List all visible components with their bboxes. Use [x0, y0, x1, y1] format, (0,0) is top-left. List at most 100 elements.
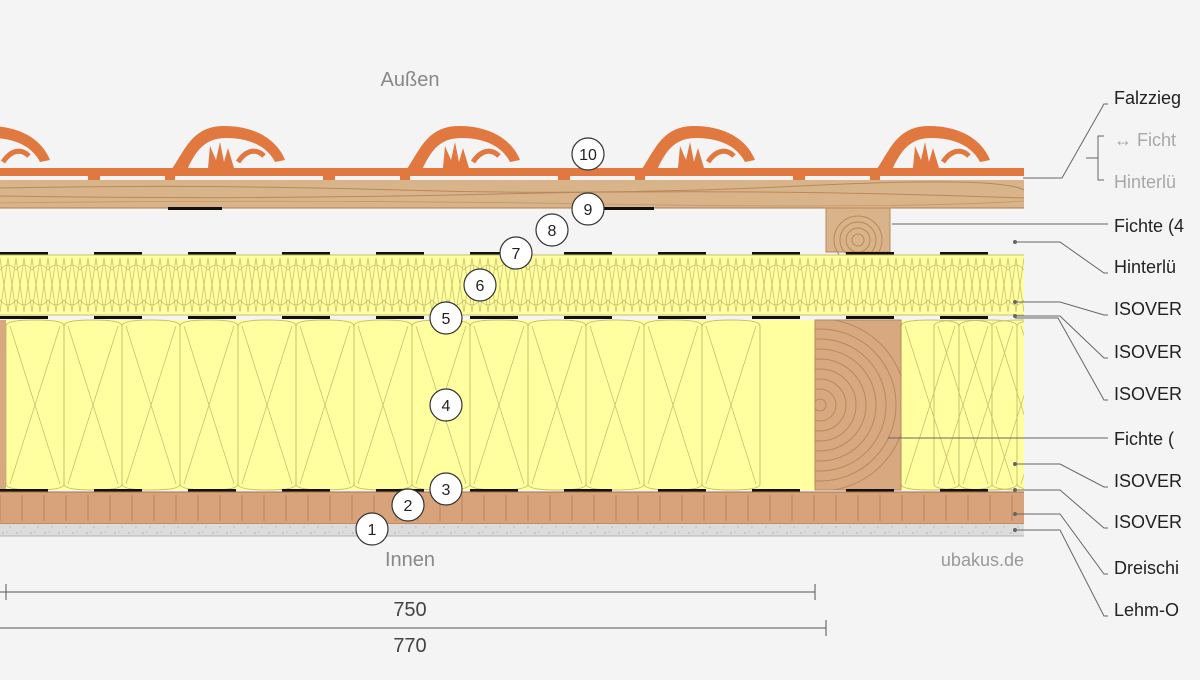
dimension-770: 770	[393, 635, 426, 657]
layer-marker-2: 2	[391, 488, 425, 522]
leader-dot	[1013, 300, 1017, 304]
membrane-dash	[752, 489, 800, 492]
membrane-dash	[846, 489, 894, 492]
layer-marker-7: 7	[499, 236, 533, 270]
layer-marker-3: 3	[429, 472, 463, 506]
svg-text:3: 3	[442, 482, 451, 499]
leader-line	[1015, 301, 1108, 316]
membrane-dash	[188, 489, 236, 492]
layer-marker-1: 1	[355, 512, 389, 546]
svg-text:7: 7	[512, 246, 521, 263]
membrane-dash	[940, 489, 988, 492]
membrane-dash	[376, 316, 424, 319]
roof-tile	[165, 126, 285, 184]
layer-label: Hinterlü	[1114, 257, 1176, 277]
svg-text:8: 8	[548, 223, 557, 240]
membrane-dash	[470, 489, 518, 492]
layer-label: ↔ Ficht	[1114, 130, 1176, 150]
svg-text:2: 2	[404, 498, 413, 515]
membrane-dash	[282, 489, 330, 492]
membrane-dash	[470, 252, 518, 255]
three-layer-board	[0, 491, 1024, 525]
leader-line	[1023, 103, 1108, 179]
membrane-dash	[940, 316, 988, 319]
leader-line	[1015, 463, 1108, 488]
svg-text:9: 9	[584, 202, 593, 219]
svg-text:10: 10	[579, 147, 597, 164]
membrane-dash	[658, 316, 706, 319]
membrane-dash	[168, 207, 222, 210]
leader-dot	[1013, 462, 1017, 466]
layer-label: ISOVER	[1114, 384, 1182, 404]
layer-marker-4: 4	[429, 388, 463, 422]
leader-dot	[1013, 488, 1017, 492]
layer-label: ISOVER	[1114, 342, 1182, 362]
membrane-dash	[0, 252, 48, 255]
roof-tiles	[0, 126, 1024, 186]
layer-label: Lehm-O	[1114, 600, 1179, 620]
membrane-dash	[564, 489, 612, 492]
roof-tile	[0, 126, 50, 164]
membrane-dash	[282, 252, 330, 255]
membrane-dash	[940, 252, 988, 255]
membrane-dash	[94, 252, 142, 255]
membrane-dash	[188, 252, 236, 255]
counter-batten	[825, 207, 891, 265]
layer-marker-5: 5	[429, 301, 463, 335]
leader-line	[1015, 529, 1108, 617]
layer-label: Falzzieg	[1114, 88, 1181, 108]
leader-line	[1015, 315, 1108, 359]
membrane-bottom	[0, 489, 988, 492]
roof-tile	[400, 126, 520, 184]
leader-line	[1015, 513, 1108, 575]
svg-text:1: 1	[368, 522, 377, 539]
membrane-dash	[658, 252, 706, 255]
leader-dot	[1013, 314, 1017, 318]
layer-marker-10: 10	[571, 137, 605, 171]
layer-label: ISOVER	[1114, 512, 1182, 532]
leader-line	[1015, 317, 1108, 401]
dimension-lines	[0, 584, 827, 636]
membrane-dash	[470, 316, 518, 319]
rafter	[814, 319, 902, 491]
layer-label: Dreischi	[1114, 558, 1179, 578]
membrane-top	[0, 207, 988, 255]
tile-battens-layer	[0, 180, 1024, 209]
membrane-dash	[564, 252, 612, 255]
membrane-dash	[282, 316, 330, 319]
svg-text:5: 5	[442, 311, 451, 328]
dimension-750: 750	[393, 599, 426, 621]
membrane-dash	[94, 489, 142, 492]
membrane-dash	[658, 489, 706, 492]
layer-label: ISOVER	[1114, 471, 1182, 491]
membrane-dash	[846, 252, 894, 255]
layer-label: ISOVER	[1114, 299, 1182, 319]
leader-dot	[1013, 528, 1017, 532]
leader-lines	[888, 103, 1108, 617]
svg-text:6: 6	[476, 278, 485, 295]
layer-label: Fichte (	[1114, 429, 1174, 449]
membrane-dash	[376, 252, 424, 255]
main-insulation-layer	[0, 319, 1024, 491]
layer-label: Fichte (4	[1114, 216, 1184, 236]
rafter-left-edge	[0, 320, 6, 490]
membrane-dash	[752, 316, 800, 319]
membrane-middle	[0, 316, 988, 319]
svg-text:4: 4	[442, 398, 451, 415]
insulation-batt	[701, 319, 761, 491]
watermark: ubakus.de	[941, 550, 1024, 570]
membrane-dash	[94, 316, 142, 319]
membrane-dash	[188, 316, 236, 319]
membrane-dash	[600, 207, 654, 210]
outside-label: Außen	[381, 69, 440, 91]
leader-dot	[1013, 240, 1017, 244]
membrane-dash	[846, 316, 894, 319]
membrane-dash	[564, 316, 612, 319]
clay-plaster-layer	[0, 524, 1024, 536]
leader-line	[1015, 489, 1108, 529]
leader-bracket	[1097, 135, 1104, 181]
layer-marker-6: 6	[463, 268, 497, 302]
layer-label: Hinterlü	[1114, 172, 1176, 192]
